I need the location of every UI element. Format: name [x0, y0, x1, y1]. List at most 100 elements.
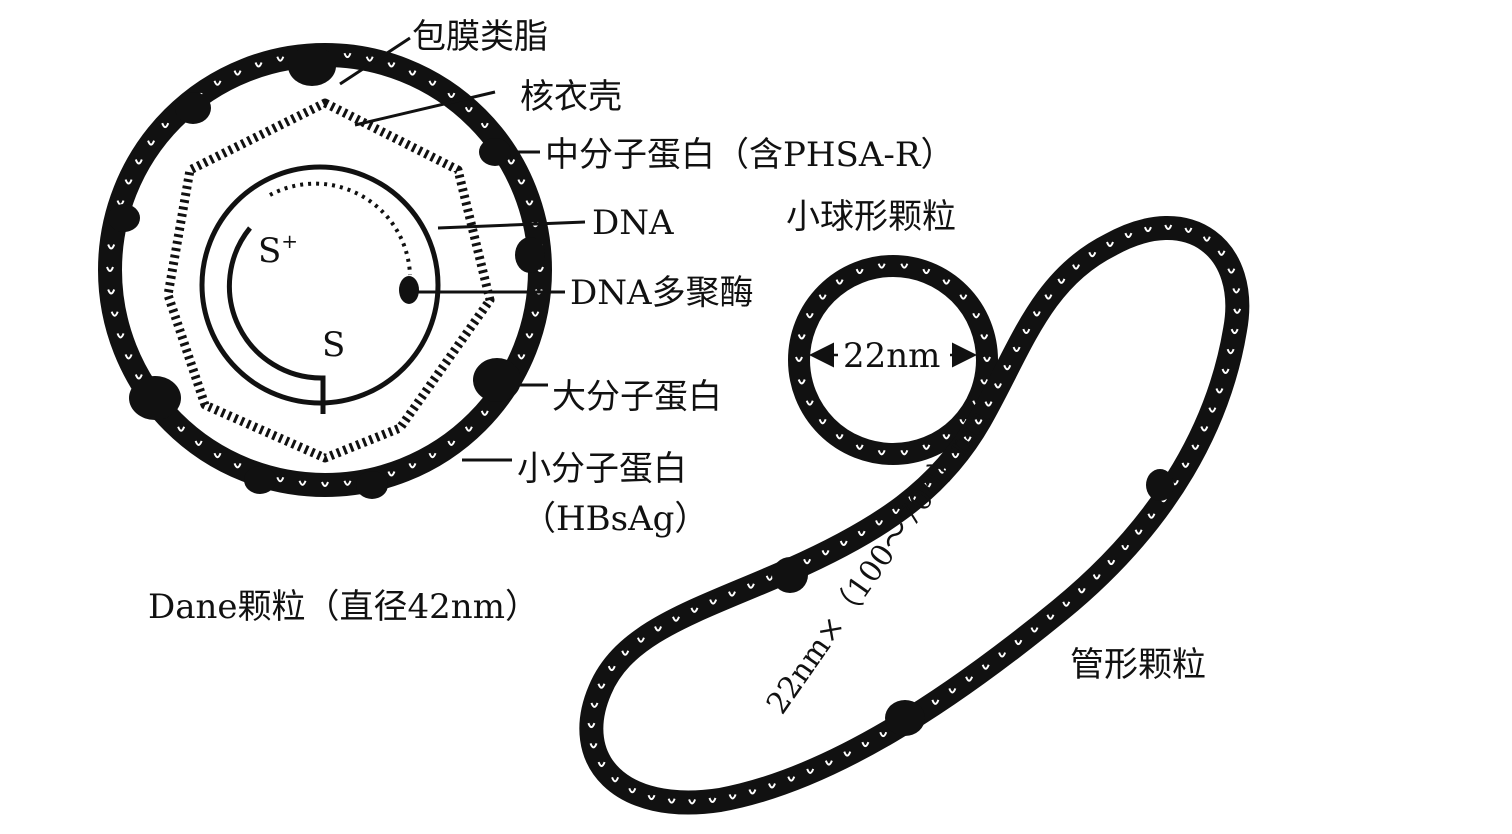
tube-surface-dots	[587, 224, 1242, 805]
surface-speckle	[1062, 601, 1071, 607]
surface-speckle	[708, 797, 717, 803]
surface-speckle	[321, 481, 329, 487]
surface-speckle	[1077, 588, 1086, 594]
surface-speckle	[387, 471, 396, 477]
surface-speckle	[116, 333, 125, 339]
surface-speckle	[464, 426, 473, 432]
surface-speckle	[107, 244, 116, 250]
surface-speckle	[447, 92, 456, 99]
surface-speckle	[517, 179, 526, 185]
surface-speckle	[1022, 328, 1031, 335]
surface-speckle	[1181, 462, 1190, 468]
surface-speckle	[824, 760, 833, 766]
surface-speckle	[1202, 236, 1211, 242]
surface-speckle	[107, 289, 116, 295]
surface-speckle	[965, 676, 974, 682]
surface-speckle	[981, 664, 990, 670]
surface-speckle	[597, 683, 606, 689]
surface-speckle	[1191, 444, 1200, 450]
surface-speckle	[597, 761, 606, 768]
dna-outer-circle	[199, 164, 441, 406]
surface-speckle	[147, 140, 155, 146]
surface-speckle	[628, 787, 637, 794]
surface-speckle	[1088, 251, 1097, 258]
surface-speckle	[1208, 407, 1217, 413]
surface-speckle	[839, 540, 848, 546]
surface-speckle	[998, 652, 1007, 658]
surface-speckle	[728, 591, 736, 597]
surface-speckle	[1124, 232, 1133, 239]
surface-speckle	[124, 354, 133, 360]
surface-speckle	[877, 449, 886, 456]
surface-speckle	[1032, 311, 1041, 317]
surface-speckle	[464, 106, 473, 113]
surface-speckle	[942, 433, 951, 440]
surface-speckle	[877, 263, 886, 269]
surface-speckle	[1147, 513, 1156, 519]
nucleocapsid-shell-inner	[174, 109, 484, 452]
surface-protein-blobs	[108, 46, 545, 499]
surface-speckle	[1072, 264, 1080, 270]
surface-speckle	[709, 599, 718, 605]
dna-dotted-strand	[269, 181, 412, 276]
surface-speckle	[972, 312, 981, 319]
surface-speckle	[672, 616, 680, 622]
dna-label: DNA	[592, 203, 674, 243]
surface-speckle	[908, 496, 917, 502]
surface-speckle	[688, 799, 697, 805]
protein-blob	[515, 237, 545, 273]
dna-inner-strand	[226, 226, 326, 414]
surface-speckle	[637, 637, 645, 643]
protein-blob	[108, 204, 140, 232]
surface-speckle	[428, 452, 437, 459]
surface-speckle	[1226, 348, 1235, 355]
surface-speckle	[994, 383, 1002, 389]
surface-speckle	[1107, 559, 1116, 566]
surface-speckle	[938, 468, 947, 474]
dane-particle: S+ S	[98, 43, 552, 499]
surface-speckle	[134, 159, 143, 165]
surface-speckle	[748, 789, 757, 795]
surface-speckle	[1014, 639, 1023, 646]
surface-speckle	[276, 476, 285, 483]
protein-blob	[129, 376, 181, 420]
surface-speckle	[1233, 308, 1242, 314]
nucleocapsid-shell	[163, 98, 495, 463]
surface-speckle	[980, 379, 989, 385]
surface-speckle	[1121, 544, 1130, 551]
surface-speckle	[254, 62, 263, 68]
surface-speckle	[134, 374, 143, 380]
surface-speckle	[803, 558, 812, 565]
tube-protein-blob	[885, 700, 925, 736]
surface-speckle	[900, 449, 909, 456]
surface-speckle	[607, 665, 616, 672]
surface-speckle	[835, 433, 844, 440]
surface-speckle	[806, 768, 815, 774]
surface-speckle	[589, 743, 598, 749]
surface-speckle	[1217, 250, 1226, 256]
surface-speckle	[611, 776, 620, 783]
surface-speckle	[213, 452, 222, 459]
surface-speckle	[408, 70, 417, 76]
surface-speckle	[948, 688, 957, 694]
hbsag-label: （HBsAg）	[522, 499, 708, 539]
surface-speckle	[875, 520, 884, 526]
surface-speckle	[428, 80, 437, 86]
surface-speckle	[855, 268, 864, 275]
surface-speckle	[507, 159, 516, 165]
tubular-particle-label: 管形颗粒	[1070, 645, 1206, 685]
surface-speckle	[922, 268, 931, 275]
surface-speckle	[343, 52, 352, 59]
small-spherical-label: 小球形颗粒	[786, 197, 956, 237]
surface-speckle	[365, 56, 374, 62]
surface-speckle	[480, 122, 489, 129]
dane-leader-lines	[339, 36, 586, 462]
surface-speckle	[818, 294, 827, 300]
surface-speckle	[690, 607, 699, 613]
surface-speckle	[647, 794, 656, 801]
surface-speckle	[959, 294, 968, 300]
surface-speckle	[1184, 227, 1193, 233]
surface-speckle	[984, 401, 993, 407]
